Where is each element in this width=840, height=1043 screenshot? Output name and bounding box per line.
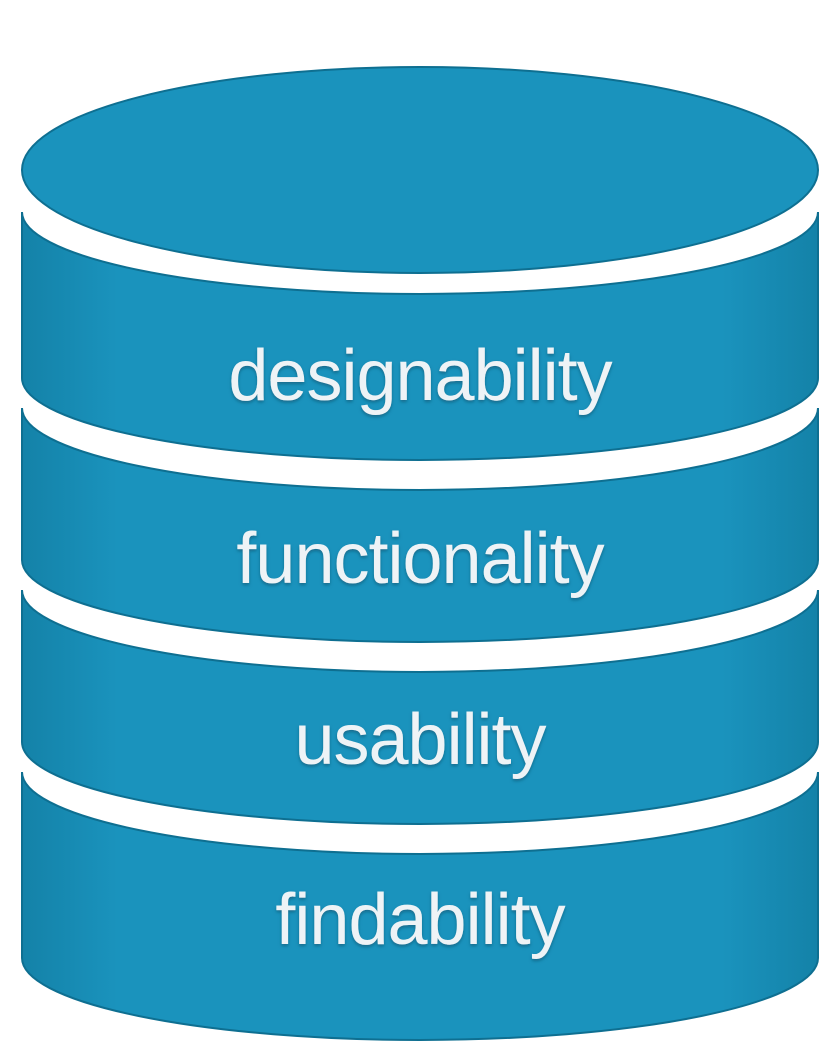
layer-label-designability: designability	[228, 336, 612, 416]
cylinder-top-ellipse	[21, 66, 819, 274]
layer-label-functionality: functionality	[236, 519, 604, 599]
layer-label-findability: findability	[275, 880, 565, 960]
layer-band-findability	[21, 771, 819, 1041]
layer-band-designability	[21, 211, 819, 461]
layer-band-usability	[21, 589, 819, 825]
layer-band-functionality	[21, 407, 819, 643]
layer-label-usability: usability	[294, 700, 546, 780]
